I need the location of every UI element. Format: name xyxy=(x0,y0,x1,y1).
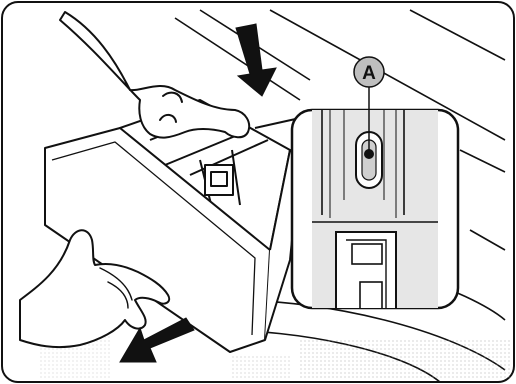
floor-shading-left xyxy=(230,355,290,380)
lever-marker xyxy=(364,149,374,159)
callout-label: A xyxy=(362,63,376,84)
floor-shading xyxy=(300,340,510,380)
zoom-detail xyxy=(292,110,458,310)
